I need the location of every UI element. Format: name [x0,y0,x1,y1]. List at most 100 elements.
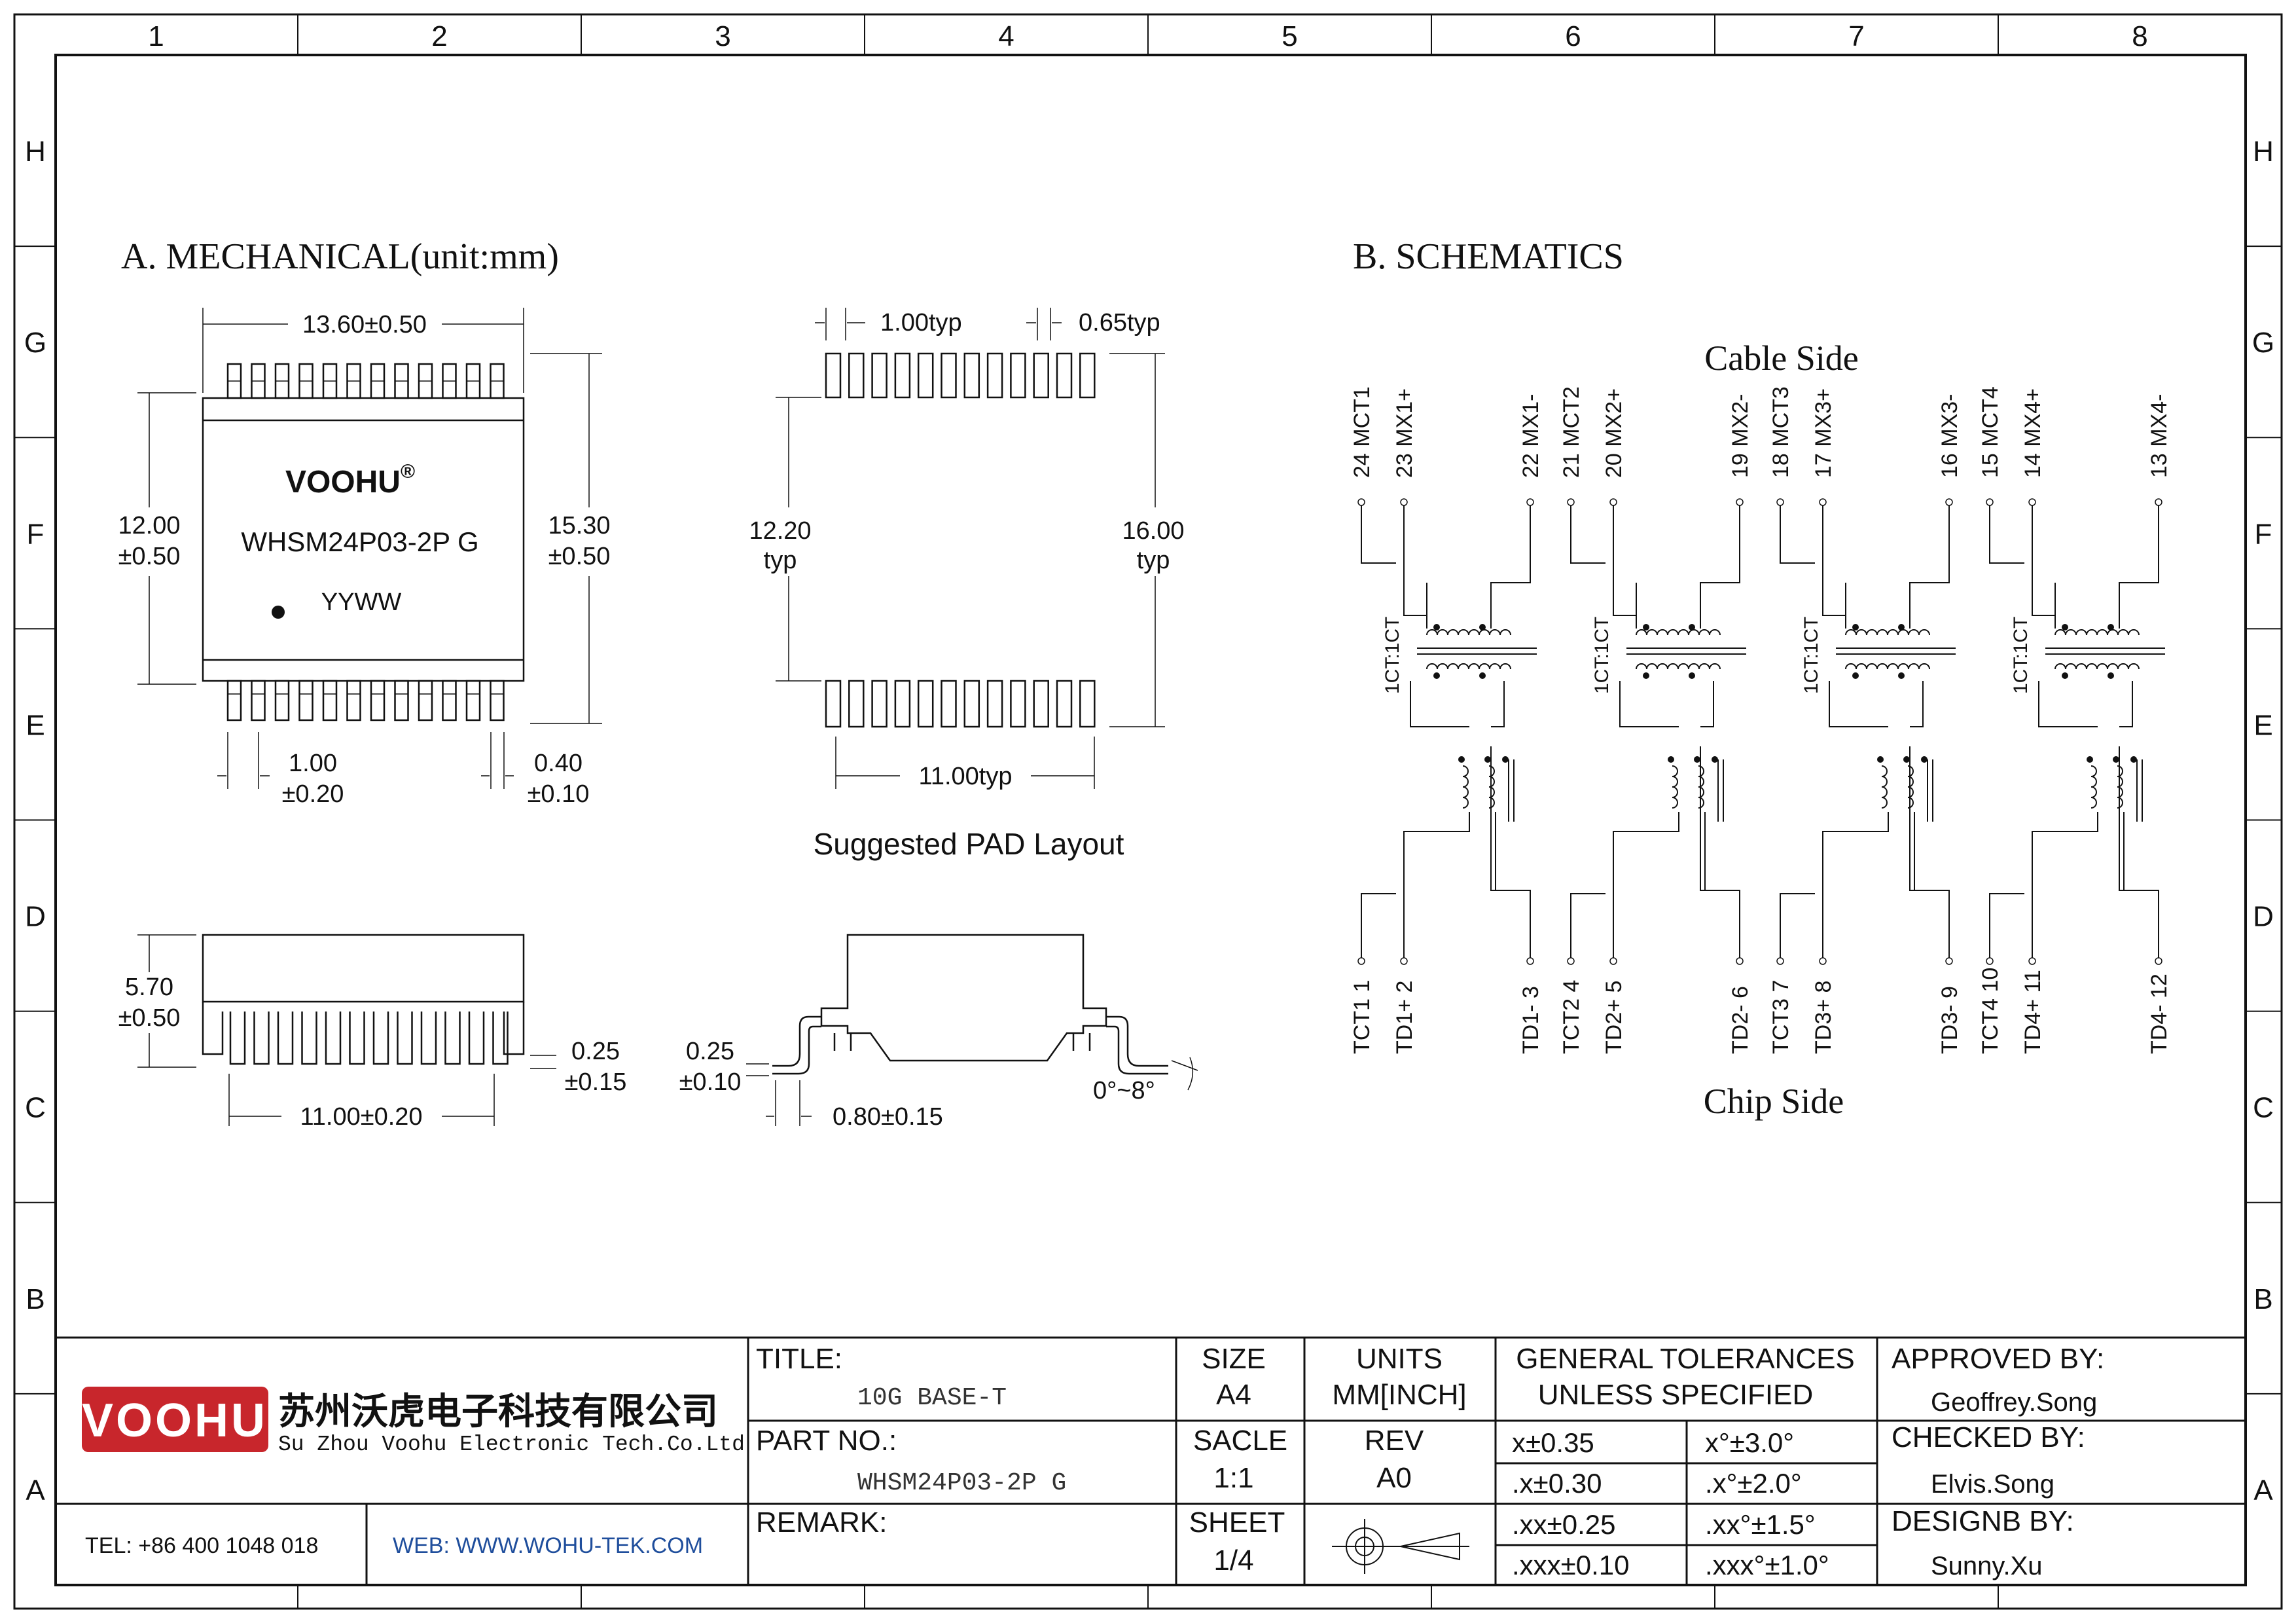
pin-label-top: 22 MX1- [1518,394,1543,479]
mechanical-heading: A. MECHANICAL(unit:mm) [121,236,559,277]
dim-pad-outer-unit: typ [1137,547,1170,574]
ratio-label: 1CT:1CT [2010,617,2032,694]
pin-terminal [1986,957,1994,965]
pin-label-bottom: TCT4 10 [1978,968,2003,1054]
lead [442,680,457,721]
dim-side-span: 11.00±0.20 [300,1103,422,1131]
lead [298,680,314,721]
dim-pitch-tol: ±0.20 [282,780,344,808]
pad [941,352,957,399]
pad [848,680,865,728]
pad [1010,680,1026,728]
pin-terminal [1609,498,1617,506]
checked-value: Elvis.Song [1931,1470,2054,1499]
tolerances-label-1: GENERAL TOLERANCES [1516,1343,1855,1375]
title-label: TITLE: [756,1343,842,1375]
approved-label: APPROVED BY: [1892,1343,2104,1375]
pin-label-bottom: TD1- 3 [1518,986,1543,1054]
lead [346,680,361,721]
tolerance-linear: .x±0.30 [1512,1468,1602,1499]
pin-label-bottom: TCT3 7 [1768,980,1793,1054]
tolerance-angular: .x°±2.0° [1705,1468,1802,1499]
tolerances-label-2: UNLESS SPECIFIED [1538,1379,1814,1411]
pin-terminal [1400,957,1408,965]
pad [986,352,1003,399]
pin-terminal [2028,498,2036,506]
pin-label-bottom: TD4- 12 [2147,974,2172,1054]
dim-pitch-value: 1.00 [289,750,337,777]
pad [871,352,888,399]
pin-terminal [1736,498,1744,506]
column-label: 1 [148,20,164,52]
chip-side-label: Chip Side [1704,1082,1844,1121]
part-no-value: WHSM24P03-2P G [857,1469,1066,1497]
row-label-right: B [2253,1283,2272,1315]
pin-terminal [2155,957,2162,965]
pin-label-bottom: TD1+ 2 [1392,981,1417,1054]
pin-terminal [1776,498,1784,506]
pin-terminal [2028,957,2036,965]
rev-value: A0 [1376,1462,1412,1494]
pad [1079,680,1096,728]
row-label-left: C [25,1092,46,1124]
pin-label-top: 13 MX4- [2147,394,2172,479]
column-label: 5 [1282,20,1297,52]
pin-terminal [2155,498,2162,506]
top-view [137,308,602,789]
company-name-cn: 苏州沃虎电子科技有限公司 [278,1391,718,1432]
web-link[interactable]: WEB: WWW.WOHU-TEK.COM [393,1533,703,1558]
pin-label-bottom: TD3+ 8 [1811,981,1836,1054]
column-label: 3 [715,20,730,52]
units-value: MM[INCH] [1332,1379,1466,1411]
schematics-heading: B. SCHEMATICS [1353,236,1624,277]
pin-label-top: 21 MCT2 [1559,386,1584,478]
tolerance-angular: .xx°±1.5° [1705,1509,1816,1540]
dim-top-width: 13.60±0.50 [302,311,427,338]
column-label: 4 [998,20,1014,52]
tolerance-angular: .xxx°±1.0° [1705,1550,1829,1580]
pad [963,352,980,399]
pin-terminal [1945,498,1953,506]
row-label-right: G [2252,327,2274,359]
ratio-label: 1CT:1CT [1382,617,1403,694]
pad [963,680,980,728]
pad [986,680,1003,728]
dim-pad-outer-value: 16.00 [1122,517,1184,545]
dim-pad-inner-unit: typ [764,547,797,574]
pad-layout [776,308,1165,789]
pin-terminal [1526,498,1534,506]
date-code: YYWW [321,589,402,616]
tolerance-linear: .xx±0.25 [1512,1509,1615,1540]
pad-caption: Suggested PAD Layout [814,827,1124,861]
pad [917,680,934,728]
column-label: 8 [2132,20,2147,52]
row-label-left: D [25,901,46,933]
pin-label-bottom: TCT1 1 [1350,980,1374,1054]
dim-pad-span: 11.00typ [919,763,1013,790]
pin-label-bottom: TD4+ 11 [2020,970,2045,1054]
pad [1056,680,1073,728]
pin1-dot [272,606,285,619]
row-label-left: G [24,327,46,359]
row-label-right: F [2255,518,2272,550]
pad [825,680,842,728]
sheet-value: 1/4 [1213,1544,1253,1577]
pin-label-top: 15 MCT4 [1978,386,2003,478]
pin-label-top: 17 MX3+ [1811,388,1836,478]
pin-terminal [1526,957,1534,965]
pin-label-bottom: TCT2 4 [1559,980,1584,1054]
pin-label-top: 19 MX2- [1728,394,1753,479]
pin-terminal [1736,957,1744,965]
drawing-frame [13,13,2283,1610]
title-value: 10G BASE-T [857,1384,1007,1412]
lead [274,680,290,721]
pad [1033,352,1049,399]
pin-terminal [1776,957,1784,965]
row-label-right: H [2253,136,2274,168]
company-name-en: Su Zhou Voohu Electronic Tech.Co.Ltd [278,1432,745,1457]
company-logo: VOOHU [82,1387,268,1452]
